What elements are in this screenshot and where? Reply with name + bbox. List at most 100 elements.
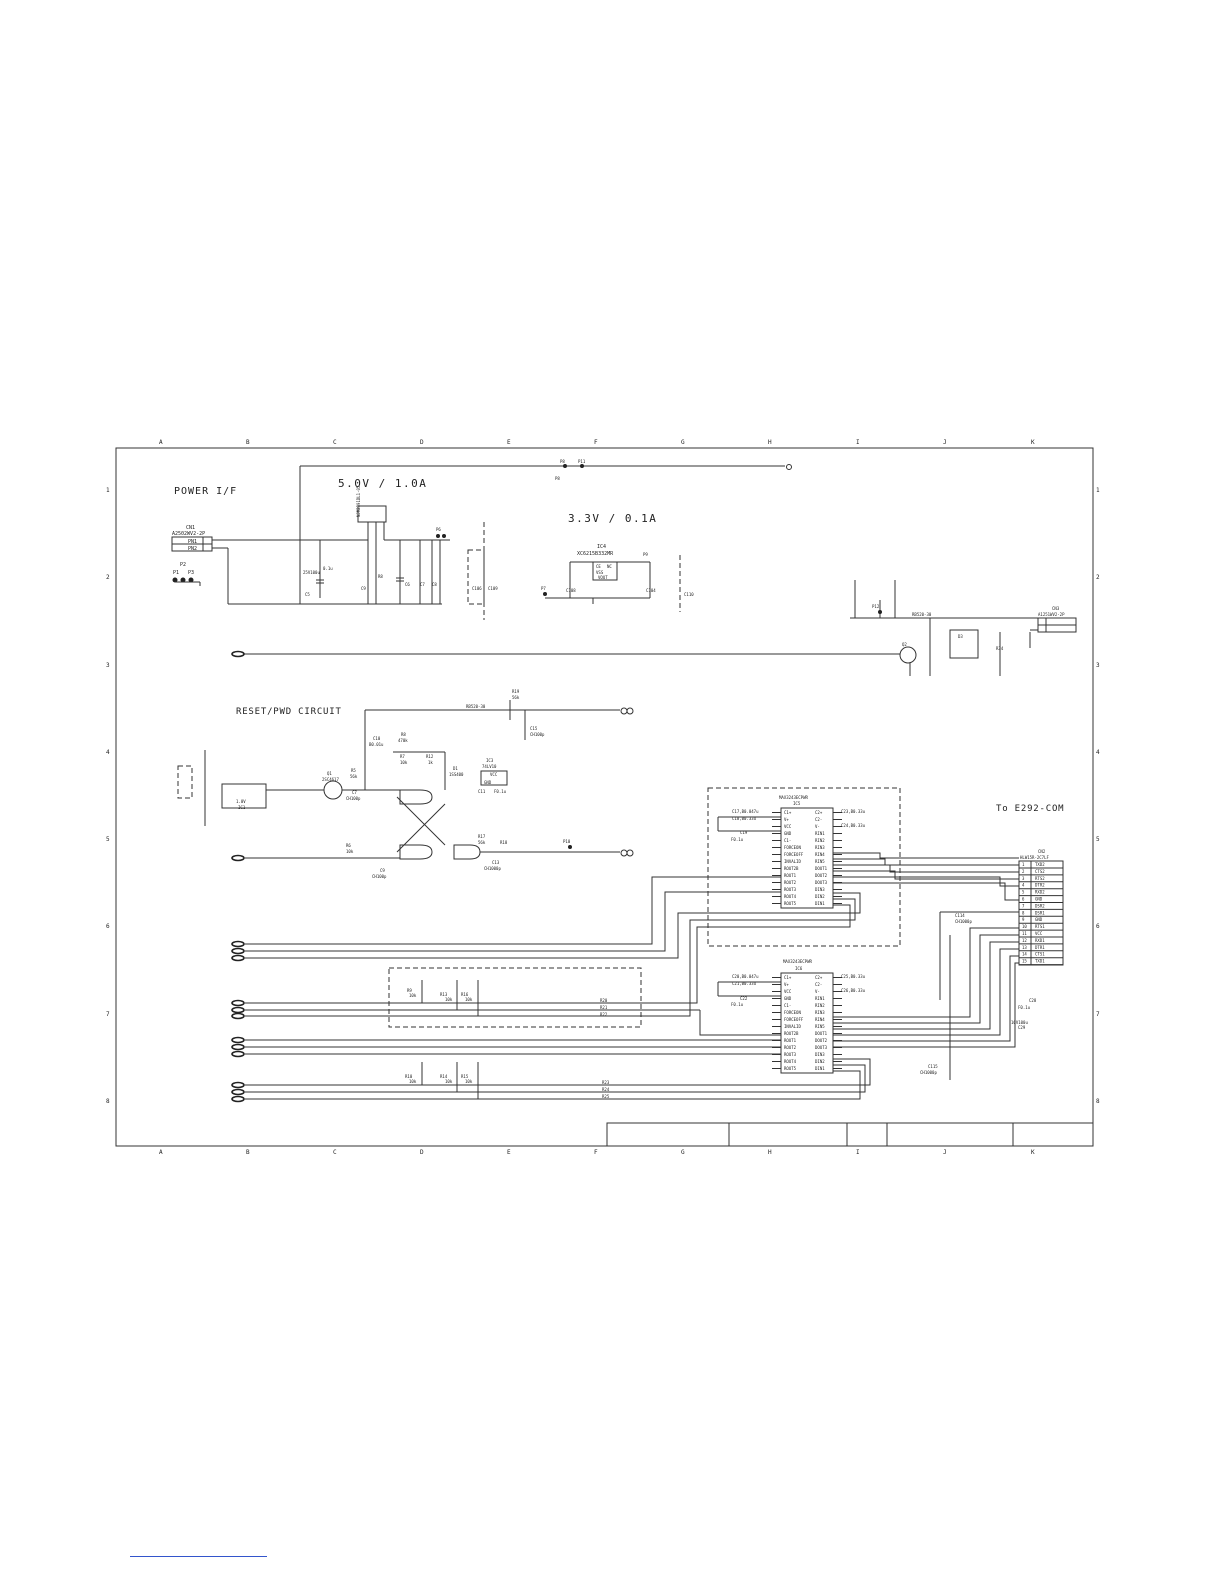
d1-label: D1 — [453, 766, 458, 771]
r18-label: R18 — [500, 840, 508, 845]
c109-label: C109 — [488, 586, 498, 591]
cn2-pin-sig-15: TXD1 — [1035, 959, 1045, 964]
ic5-pin-right-4: RIN2 — [815, 838, 825, 843]
c114-label: C114 — [955, 913, 965, 918]
grid-col-bottom-I: I — [856, 1149, 860, 1156]
r13-label: R13 — [440, 992, 448, 997]
r10-value: 10k — [409, 1079, 417, 1084]
ic6-pin-right-8: DOUT1 — [815, 1031, 828, 1036]
c8-label: C8 — [432, 582, 437, 587]
ic6-pin-right-12: DIN2 — [815, 1059, 825, 1064]
ic6-pin-left-7: INVALID — [784, 1024, 801, 1029]
c13-label: C13 — [492, 860, 500, 865]
ic5-pin-right-13: DIN1 — [815, 901, 825, 906]
ic6-pin-right-5: RIN3 — [815, 1010, 825, 1015]
cn2-pin-num-7: 7 — [1022, 903, 1025, 908]
cn2-pin-num-3: 3 — [1022, 876, 1025, 881]
svg-text:P6: P6 — [436, 527, 441, 532]
grid-col-top-I: I — [856, 439, 860, 446]
r13-value: 10k — [445, 997, 453, 1002]
grid-col-top-D: D — [420, 439, 424, 446]
ic5-pin-right-5: RIN3 — [815, 845, 825, 850]
p8-label: P8 — [555, 476, 560, 481]
ic4-pin-vss: VSS — [596, 570, 604, 575]
r10-label: R10 — [405, 1074, 413, 1079]
grid-col-bottom-C: C — [333, 1149, 337, 1156]
c7-label: C7 — [420, 582, 425, 587]
ic5-pin-left-1: V+ — [784, 817, 789, 822]
grid-col-bottom-J: J — [943, 1149, 947, 1156]
r7-label: R7 — [400, 754, 405, 759]
cn2-name: CN2 — [1038, 849, 1046, 854]
ic5-pin-left-13: ROUT5 — [784, 901, 797, 906]
r9-value: 10k — [409, 993, 417, 998]
cn2-pin-sig-3: RTS2 — [1035, 876, 1045, 881]
grid-col-top-H: H — [768, 439, 772, 446]
offpage-connector — [231, 999, 245, 1007]
cn2-pin-sig-14: CTS1 — [1035, 952, 1045, 957]
ic1-value: 1.0V — [236, 799, 246, 804]
offpage-connector — [231, 1050, 245, 1058]
r8-value: 470k — [398, 738, 408, 743]
grid-col-top-C: C — [333, 439, 337, 446]
r14-label: R14 — [440, 1074, 448, 1079]
grid-col-top-G: G — [681, 439, 685, 446]
grid-row-right-6: 6 — [1096, 923, 1100, 930]
cn2-pin-sig-6: GND — [1035, 897, 1043, 902]
ic4-part: XC6215B332MR — [577, 551, 614, 557]
grid-col-top-J: J — [943, 439, 947, 446]
ic6-pin-left-12: ROUT4 — [784, 1059, 797, 1064]
r15-value: 10k — [465, 1079, 473, 1084]
cn1-label: CN1 — [186, 525, 195, 531]
grid-col-bottom-B: B — [246, 1149, 250, 1156]
offpage-connectors — [231, 650, 245, 1103]
offpage-connector — [231, 954, 245, 962]
r8-label: R8 — [401, 732, 406, 737]
r12-label: R12 — [426, 754, 434, 759]
c108-label: C108 — [566, 588, 576, 593]
p2-label: P2 — [180, 562, 186, 568]
grid-col-bottom-F: F — [594, 1149, 598, 1156]
cn2-pin-sig-4: DTR2 — [1035, 883, 1045, 888]
ic4-pin-nc: NC — [607, 564, 612, 569]
grid-row-right-5: 5 — [1096, 836, 1100, 843]
ic6-pin-right-0: C2+ — [815, 975, 823, 980]
ic6-pin-left-5: FORCEON — [784, 1010, 801, 1015]
offpage-connector — [231, 1095, 245, 1103]
ic6-c22-value: F0.1u — [731, 1002, 744, 1007]
cn2-pin-num-15: 15 — [1022, 959, 1027, 964]
ic5-pin-right-1: C2- — [815, 817, 822, 822]
r23-label: R23 — [602, 1080, 610, 1085]
ic5-pin-left-0: C1+ — [784, 810, 792, 815]
ic5-pin-right-8: DOUT1 — [815, 866, 828, 871]
r9-label: R9 — [407, 988, 412, 993]
ic5-pin-right-0: C2+ — [815, 810, 823, 815]
cn2-pin-num-11: 11 — [1022, 931, 1027, 936]
offpage-connector — [231, 1043, 245, 1051]
grid-col-bottom-H: H — [768, 1149, 772, 1156]
cn2-pin-num-12: 12 — [1022, 938, 1027, 943]
cn2-pin-num-14: 14 — [1022, 952, 1027, 957]
grid-row-left-5: 5 — [106, 836, 110, 843]
cn2-pin-sig-12: RXD1 — [1035, 938, 1045, 943]
q2-label: Q2 — [902, 642, 907, 647]
c29-value: 16V100u — [1011, 1020, 1028, 1025]
ic5-c19: C19 — [740, 830, 748, 835]
q1-label: Q1 — [327, 771, 332, 776]
cn2-pin-num-10: 10 — [1022, 924, 1027, 929]
cn2-pin-sig-1: TXD2 — [1035, 862, 1045, 867]
grid-row-right-1: 1 — [1096, 487, 1100, 494]
r16-value: 10k — [465, 997, 473, 1002]
cn2-pin-num-5: 5 — [1022, 890, 1025, 895]
ic3-label: IC3 — [486, 758, 494, 763]
ic6-pin-left-13: ROUT5 — [784, 1066, 797, 1071]
r14-value: 10k — [445, 1079, 453, 1084]
r6-label: R6 — [346, 843, 351, 848]
cn2-pin-sig-7: DSR2 — [1035, 903, 1045, 908]
ic5-pin-right-9: DOUT2 — [815, 873, 828, 878]
ic5-pin-right-10: DOUT3 — [815, 880, 828, 885]
c15-label: C15 — [530, 726, 538, 731]
